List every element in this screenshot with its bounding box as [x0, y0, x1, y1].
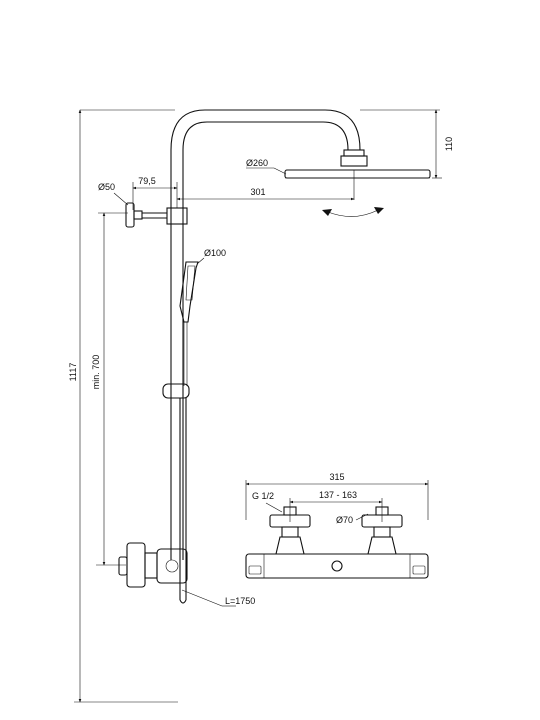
min-height-label: min. 700 [91, 355, 101, 390]
head-diameter-label: Ø260 [246, 158, 268, 168]
total-height-label: 1117 [68, 363, 78, 382]
wall-offset-label: 79,5 [138, 176, 156, 186]
head-offset-dimension: 110 [360, 109, 454, 179]
hand-shower: Ø100 [162, 248, 226, 399]
hand-diameter-label: Ø100 [204, 248, 226, 258]
arm-reach-label: 301 [250, 187, 265, 197]
wall-bracket: Ø50 [98, 182, 167, 228]
mixer-side-view [118, 542, 188, 588]
hose-length-label: L=1750 [225, 596, 255, 606]
hose-length-callout: L=1750 [181, 589, 255, 607]
valve-width-dimension: 315 [245, 472, 429, 520]
mixer-front-view [245, 506, 429, 579]
valve-width-label: 315 [329, 472, 344, 482]
wall-offset-dimension: 79,5 [132, 176, 178, 210]
head-shower [284, 169, 431, 217]
min-height-dimension: min. 700 [91, 212, 128, 566]
thread-label: G 1/2 [252, 491, 274, 501]
shower-hose [179, 398, 187, 604]
height-dimension: 1117 [68, 109, 178, 703]
thread-callout: G 1/2 [252, 491, 283, 513]
head-offset-label: 110 [444, 137, 454, 151]
head-diameter-callout: Ø260 [246, 158, 287, 175]
rose-diameter-label: Ø50 [98, 182, 115, 192]
arm-reach-dimension: 301 [176, 187, 355, 201]
centers-label: 137 - 163 [319, 490, 357, 500]
centers-dimension: 137 - 163 [289, 490, 383, 522]
rosette-label: Ø70 [336, 515, 353, 525]
